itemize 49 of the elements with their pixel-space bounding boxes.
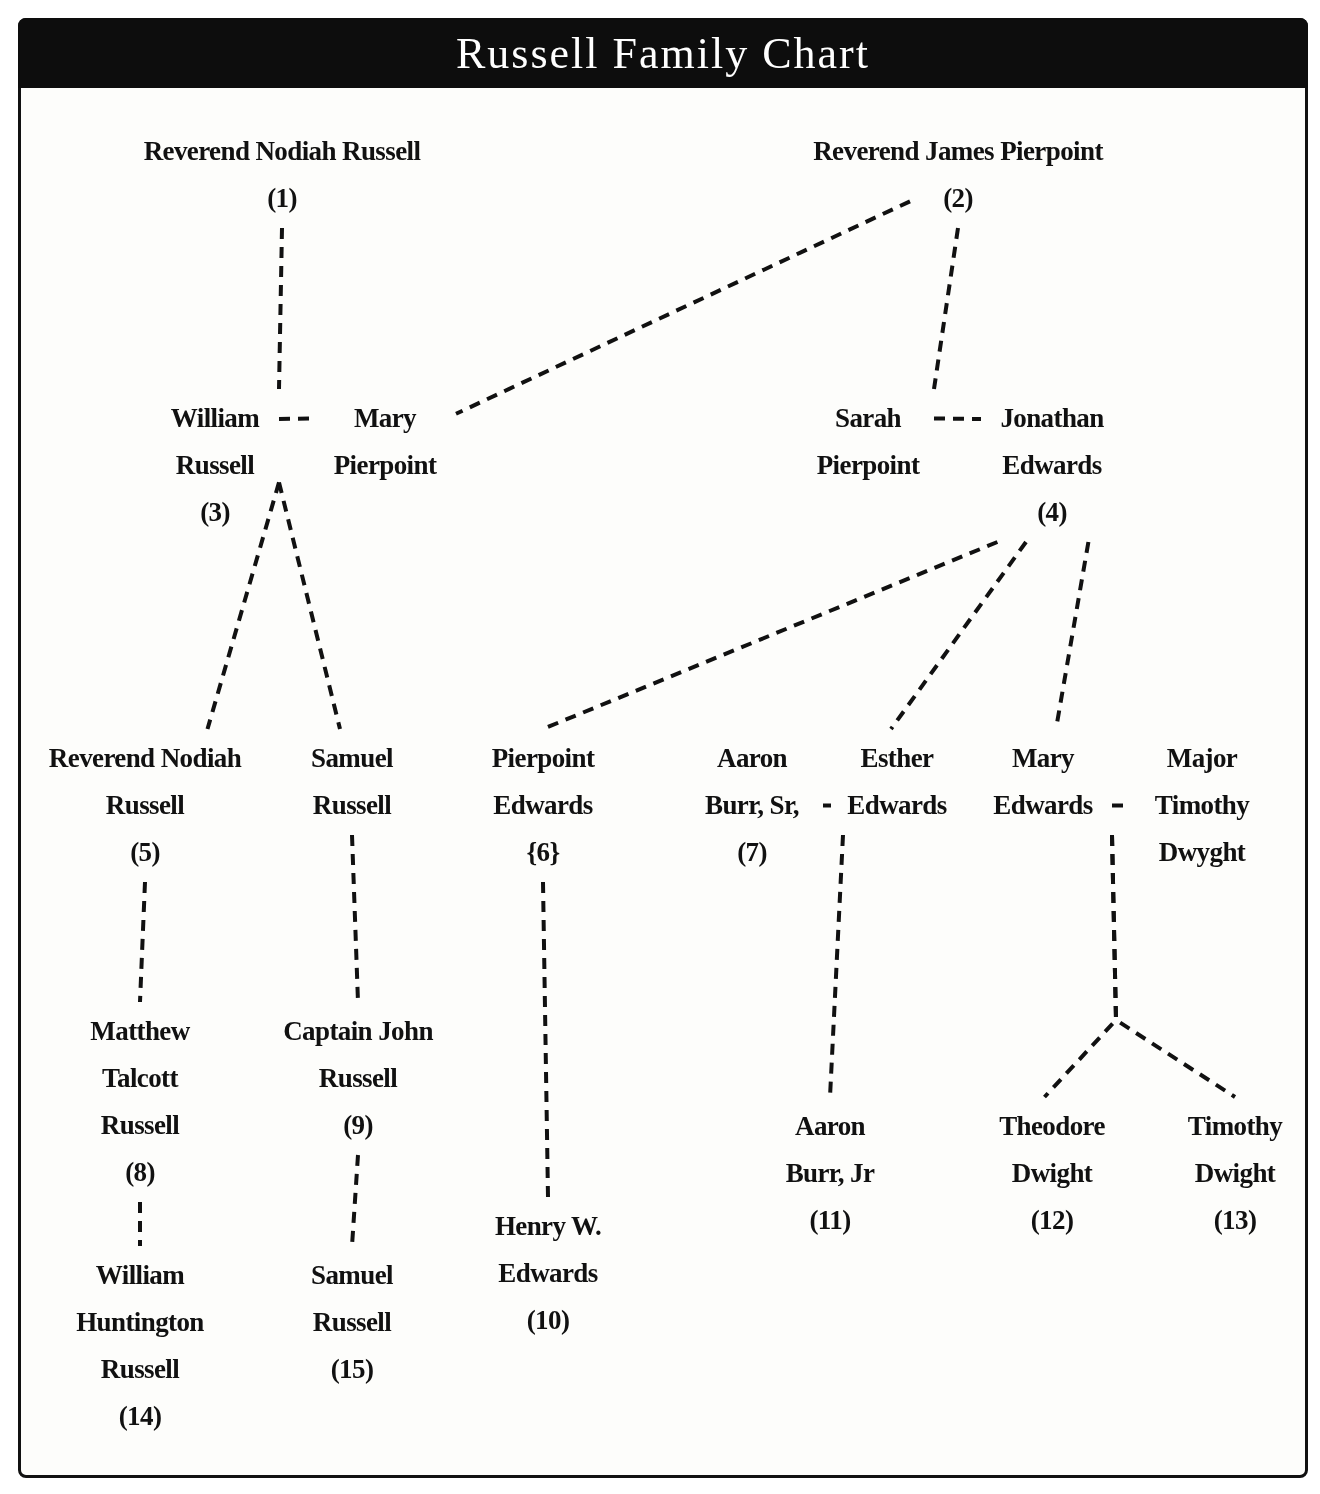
dashed-line xyxy=(932,227,960,390)
person-label: Henry W. Edwards xyxy=(493,1210,603,1290)
dashed-line xyxy=(138,1202,142,1246)
person-label: William Russell xyxy=(169,402,261,482)
person-label: Timothy Dwight xyxy=(1186,1110,1284,1190)
chart-title: Russell Family Chart xyxy=(456,27,870,79)
person-label: (8) xyxy=(124,1156,156,1189)
person-label: Samuel Russell xyxy=(310,742,394,822)
person-label: (10) xyxy=(525,1304,571,1337)
person-label: (11) xyxy=(808,1204,852,1237)
person-label: Esther Edwards xyxy=(846,742,948,822)
person-label: (14) xyxy=(117,1400,163,1433)
dashed-line xyxy=(823,803,831,808)
dashed-line xyxy=(205,481,281,730)
dashed-line xyxy=(889,540,1028,731)
dashed-line xyxy=(277,481,342,730)
person-label: (4) xyxy=(1036,496,1068,529)
person-label: (15) xyxy=(329,1353,375,1386)
person-label: Sarah Pierpoint xyxy=(815,402,921,482)
person-label: (7) xyxy=(736,836,768,869)
dashed-line xyxy=(455,199,911,416)
dashed-line xyxy=(138,881,147,1003)
person-label: (3) xyxy=(199,496,231,529)
person-label: Reverend James Pierpoint xyxy=(812,135,1105,168)
person-label: Aaron Burr, Jr xyxy=(784,1110,876,1190)
person-label: (5) xyxy=(129,836,161,869)
person-label: (2) xyxy=(942,182,974,215)
dashed-line xyxy=(541,881,550,1198)
dashed-line xyxy=(277,227,284,390)
person-label: (1) xyxy=(266,182,298,215)
dashed-line xyxy=(1110,834,1237,1099)
person-label: {6} xyxy=(525,836,561,869)
person-label: William Huntington Russell xyxy=(75,1259,205,1386)
person-label: Reverend Nodiah Russell xyxy=(142,135,422,168)
person-label: (12) xyxy=(1029,1204,1075,1237)
person-label: Mary Pierpoint xyxy=(332,402,438,482)
person-label: Theodore Dwight xyxy=(998,1110,1106,1190)
person-label: Reverend Nodiah Russell xyxy=(47,742,243,822)
person-label: Captain John Russell xyxy=(283,1015,433,1095)
dashed-line xyxy=(933,416,982,421)
person-label: Matthew Talcott Russell xyxy=(89,1015,191,1142)
person-label: (13) xyxy=(1212,1204,1258,1237)
person-label: Major Timothy Dwyght xyxy=(1153,742,1251,869)
person-label: Pierpoint Edwards xyxy=(490,742,596,822)
person-label: Mary Edwards xyxy=(992,742,1094,822)
person-label: Jonathan Edwards xyxy=(999,402,1105,482)
person-label: Samuel Russell xyxy=(310,1259,394,1339)
person-label: (9) xyxy=(342,1109,374,1142)
person-label: Aaron Burr, Sr, xyxy=(704,742,800,822)
